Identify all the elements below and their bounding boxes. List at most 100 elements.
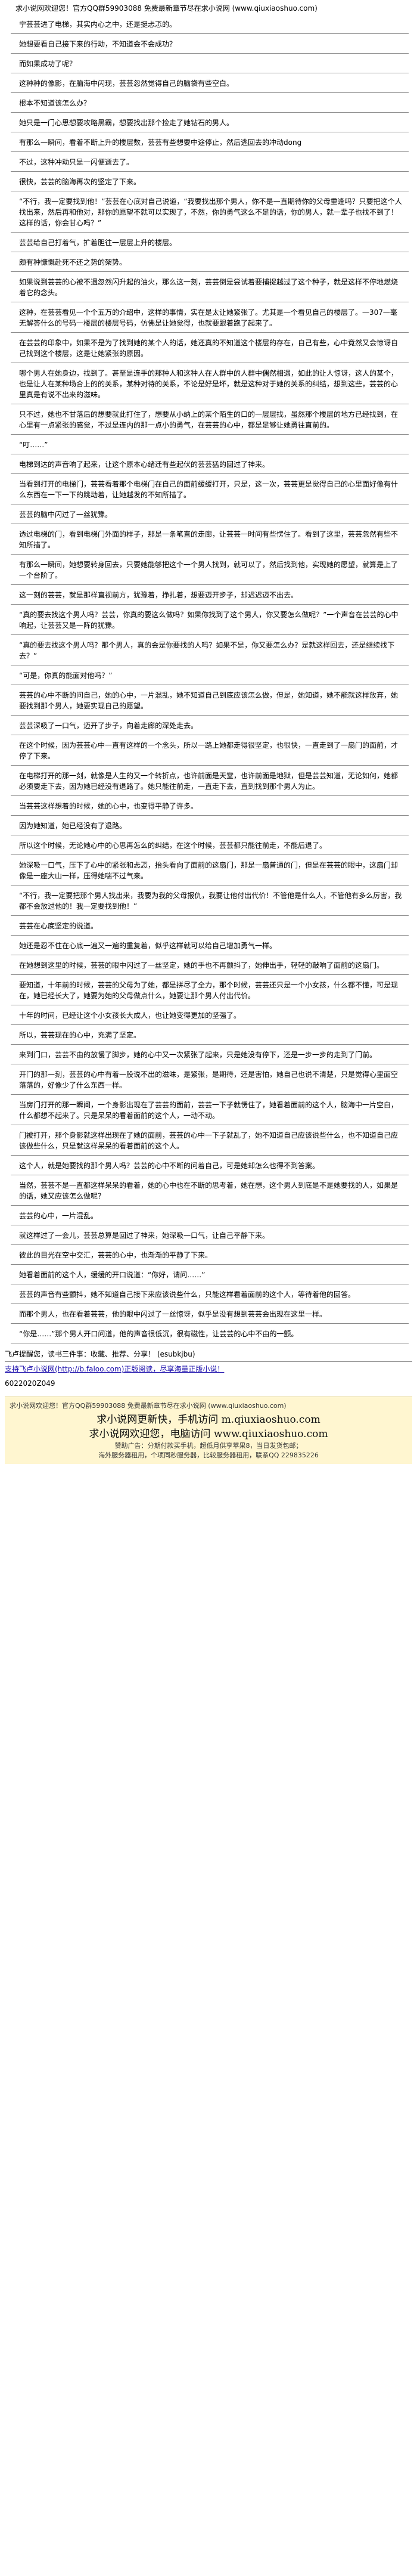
paragraph-text: “你是……”那个男人开口问道，他的声音很低沉，很有磁性，让芸芸的心中不由的一颤。	[19, 1330, 298, 1338]
divider	[5, 1361, 412, 1362]
paragraph-text: 而如果成功了呢？	[19, 60, 77, 68]
divider	[11, 604, 409, 605]
paragraph-text: 当芸芸这样想着的时候，她的心中，也变得平静了许多。	[19, 802, 198, 810]
divider	[11, 112, 409, 113]
divider	[11, 434, 409, 435]
paragraph: 在她想到这里的时候，芸芸的眼中闪过了一丝坚定，她的手也不再颤抖了，她伸出手，轻轻…	[11, 955, 409, 975]
paragraph-text: 十年的时间，已经让这个小女孩长大成人，也让她变得更加的坚强了。	[19, 1011, 241, 1020]
paragraph-text: 芸芸的心中，一片混乱。	[19, 1212, 98, 1220]
divider	[11, 92, 409, 93]
divider	[11, 915, 409, 916]
page: 求小说网欢迎您！官方QQ群59903088 免费最新章节尽在求小说网 (www.…	[0, 4, 417, 1464]
paragraph: “叮……”	[11, 435, 409, 454]
site-info-top: 求小说网欢迎您！官方QQ群59903088 免费最新章节尽在求小说网 (www.…	[10, 1402, 287, 1410]
paragraph: 哪个男人在她身边，找到了。甚至是连手的那种人和这种人在人群中的人群中偶然相遇，如…	[11, 363, 409, 404]
divider	[11, 151, 409, 152]
paragraph: 十年的时间，已经让这个小女孩长大成人，也让她变得更加的坚强了。	[11, 1005, 409, 1025]
paragraph-text: “真的要去找这个男人吗？芸芸，你真的要这么做吗？如果你找到了这个男人，你又要怎么…	[19, 611, 399, 630]
paragraph: 电梯到达的声音响了起来，让这个原本心绪迁有些起伏的芸芸猛的回过了神来。	[11, 454, 409, 474]
paragraph: 开门的那一刻，芸芸的心中有着一股说不出的滋味，是紧张，是期待，还是害怕，她自己也…	[11, 1064, 409, 1095]
paragraph-text: 哪个男人在她身边，找到了。甚至是连手的那种人和这种人在人群中的人群中偶然相遇，如…	[19, 369, 399, 399]
paragraph: 在电梯打开的那一刻，就像是人生的又一个转折点，也许前面是天堂，也许前面是地狱，但…	[11, 766, 409, 796]
paragraph: 来到门口，芸芸不由的放慢了脚步，她的心中又一次紧张了起来，只是她没有停下，还是一…	[11, 1045, 409, 1064]
paragraph: 要知道，十年前的时候，芸芸的父母为了她，都是拼尽了全力，那个时候，芸芸还只是一个…	[11, 975, 409, 1005]
paragraph: 就这样过了一会儿，芸芸总算是回过了神来，她深吸一口气，让自己平静下来。	[11, 1225, 409, 1245]
site-info-server: 海外服务器租用，个项同秒服务器，比较服务器租用，联系QQ 229835226	[98, 1451, 319, 1459]
paragraph: 而那个男人，也在看着芸芸，他的眼中闪过了一丝惊讶，似乎是没有想到芸芸会出现在这里…	[11, 1304, 409, 1324]
divider	[11, 232, 409, 233]
paragraph-text: 芸芸的脑中闪过了一丝犹豫。	[19, 510, 113, 519]
paragraph: 这种种的像影，在脑海中闪现，芸芸忽然觉得自己的脑袋有些空白。	[11, 73, 409, 93]
divider	[11, 1323, 409, 1324]
paragraph: “真的要去找这个男人吗？那个男人，真的会是你要找的人吗？如果不是，你又要怎么办？…	[11, 635, 409, 665]
paragraph: 当房门打开的那一瞬间，一个身影出现在了芸芸的面前，芸芸一下子就愣住了，她看着面前…	[11, 1095, 409, 1125]
paragraph-text: 这种种的像影，在脑海中闪现，芸芸忽然觉得自己的脑袋有些空白。	[19, 79, 234, 88]
paragraph: 在芸芸的印象中，如果不是为了找到她的某个人的话，她还真的不知道这个楼层的存在，自…	[11, 333, 409, 363]
paragraph: 在这个时候，因为芸芸心中一直有这样的一个念头，所以一路上她都走得很坚定，也很快，…	[11, 735, 409, 766]
divider	[11, 171, 409, 172]
paragraph-text: 这一刻的芸芸，就是那样直视前方，犹豫着，挣扎着，想要迈开步子，却迟迟迈不出去。	[19, 591, 298, 599]
paragraph-text: 彼此的目光在空中交汇，芸芸的心中，也渐渐的平静了下来。	[19, 1251, 213, 1259]
paragraph-text: “可是，你真的能面对他吗？”	[19, 671, 113, 680]
paragraph: 芸芸深吸了一口气，迈开了步子，向着走廊的深处走去。	[11, 716, 409, 735]
paragraph: 门被打开，那个身影就这样出现在了她的面前，芸芸的心中一下子就乱了，她不知道自己应…	[11, 1125, 409, 1156]
paragraph-text: 在这个时候，因为芸芸心中一直有这样的一个念头，所以一路上她都走得很坚定，也很快，…	[19, 741, 399, 760]
paragraph-text: 因为她知道，她已经没有了退路。	[19, 822, 127, 830]
divider	[11, 854, 409, 855]
divider	[11, 1044, 409, 1045]
paragraph-text: 芸芸给自己打着气，扩着胆往一层层上升的楼层。	[19, 239, 177, 247]
divider	[11, 332, 409, 333]
footer-faloo-link[interactable]: 支持飞卢小说网(http://b.faloo.com)正版阅读，尽享海量正版小说…	[5, 1365, 225, 1373]
divider	[11, 885, 409, 886]
paragraph: 所以这个时候，无论她心中的心思再怎么的纠结，在这个时候，芸芸都只能往前走，不能后…	[11, 835, 409, 855]
paragraph: 她想要看自己接下来的行动，不知道会不会成功？	[11, 34, 409, 54]
paragraph: 根本不知道该怎么办？	[11, 93, 409, 113]
paragraph: 如果说到芸芸的心被不遇忽然闪升起的油火，那么这一刻，芸芸倒是尝试着要捕捉越过了这…	[11, 272, 409, 302]
paragraph-text: 她深吸一口气，压下了心中的紧张和忐忑，抬头看向了面前的这扇门，那是一扇普通的门，…	[19, 861, 399, 880]
divider	[11, 1205, 409, 1206]
paragraph-text: 当看到打开的电梯门，芸芸看着那个电梯门在自己的面前缓缓打开，只是，这一次，芸芸更…	[19, 480, 399, 499]
paragraph-text: 芸芸深吸了一口气，迈开了步子，向着走廊的深处走去。	[19, 722, 198, 730]
paragraph: 宁芸芸进了电梯，其实内心之中，还是挺忐忑的。	[11, 14, 409, 34]
paragraph-text: 透过电梯的门，看到电梯门外面的样子，那是一条笔直的走廊，让芸芸一时间有些愣住了。…	[19, 530, 399, 549]
paragraph: 芸芸在心底坚定的说道。	[11, 916, 409, 936]
divider	[11, 1024, 409, 1025]
paragraph: 当芸芸这样想着的时候，她的心中，也变得平静了许多。	[11, 796, 409, 816]
paragraph-text: 在芸芸的印象中，如果不是为了找到她的某个人的话，她还真的不知道这个楼层的存在，自…	[19, 339, 399, 358]
paragraph-text: 有那么一瞬间，她想要转身回去，只要她能够把这个一个男人找到，就可以了，然后找到他…	[19, 561, 399, 580]
paragraph-text: 她想要看自己接下来的行动，不知道会不会成功？	[19, 40, 177, 48]
divider	[11, 795, 409, 796]
paragraph-text: 电梯到达的声音响了起来，让这个原本心绪迁有些起伏的芸芸猛的回过了神来。	[19, 460, 270, 469]
chapter-content: 宁芸芸进了电梯，其实内心之中，还是挺忐忑的。她想要看自己接下来的行动，不知道会不…	[0, 14, 417, 1343]
paragraph: 有那么一瞬间，看着不断上升的楼层数，芸芸有些想要中途停止，然后逃回去的冲动don…	[11, 132, 409, 152]
paragraph-text: 只不过，她也不甘落后的想要就此打住了，想要从小纳上的某个陌生的口的一层层找，虽然…	[19, 410, 399, 429]
divider	[11, 974, 409, 975]
top-banner: 求小说网欢迎您！官方QQ群59903088 免费最新章节尽在求小说网 (www.…	[15, 4, 318, 13]
footer-links: 飞卢提醒您，读书三件事：收藏、推荐、分享！ (esubkjbu) 支持飞卢小说网…	[0, 1343, 417, 1391]
site-info-mobile: 求小说网更新快，手机访问 m.qiuxiaoshuo.com	[97, 1414, 320, 1426]
divider	[11, 815, 409, 816]
paragraph-text: “叮……”	[19, 441, 48, 449]
divider	[11, 634, 409, 635]
paragraph: 颇有种慷慨赴死不还之势的架势。	[11, 252, 409, 272]
paragraph-text: 这种，在芸芸看见一个个五万的介绍中，这样的事情，实在是太让她紧张了。尤其是一个看…	[19, 308, 397, 327]
paragraph-text: 宁芸芸进了电梯，其实内心之中，还是挺忐忑的。	[19, 20, 177, 29]
paragraph-text: 开门的那一刻，芸芸的心中有着一股说不出的滋味，是紧张，是期待，还是害怕，她自己也…	[19, 1070, 399, 1089]
paragraph: “不行，我一定要把那个男人找出来，我要为我的父母报仇，我要让他付出代价！不管他是…	[11, 886, 409, 916]
paragraph: 这个人，就是她要找的那个男人吗？芸芸的心中不断的问着自己，可是她却怎么也得不到答…	[11, 1156, 409, 1175]
paragraph: 不过，这种冲动只是一闪便逝去了。	[11, 152, 409, 172]
paragraph-text: 她只是一门心思想要攻略黑霸，想要找出那个捡走了她钻石的男人。	[19, 119, 234, 127]
paragraph-text: 芸芸的声音有些颤抖，她不知道自己接下来应该说些什么，只能这样看着面前的这个人，等…	[19, 1290, 356, 1299]
divider	[11, 1244, 409, 1245]
divider	[11, 1094, 409, 1095]
paragraph-text: 就这样过了一会儿，芸芸总算是回过了神来，她深吸一口气，让自己平静下来。	[19, 1231, 270, 1240]
paragraph: 她深吸一口气，压下了心中的紧张和忐忑，抬头看向了面前的这扇门，那是一扇普通的门，…	[11, 855, 409, 886]
paragraph: 芸芸的脑中闪过了一丝犹豫。	[11, 504, 409, 524]
paragraph-text: 当然，芸芸不是一直都这样呆呆的看着，她的心中也在不断的思考着，她在想，这个男人到…	[19, 1181, 399, 1200]
paragraph-text: 这个人，就是她要找的那个男人吗？芸芸的心中不断的问着自己，可是她却怎么也得不到答…	[19, 1162, 320, 1170]
paragraph-text: 她看着面前的这个人，缓缓的开口说道：“你好，请问……”	[19, 1271, 206, 1279]
divider	[11, 715, 409, 716]
paragraph: 因为她知道，她已经没有了退路。	[11, 816, 409, 835]
divider	[11, 473, 409, 474]
divider	[11, 271, 409, 272]
